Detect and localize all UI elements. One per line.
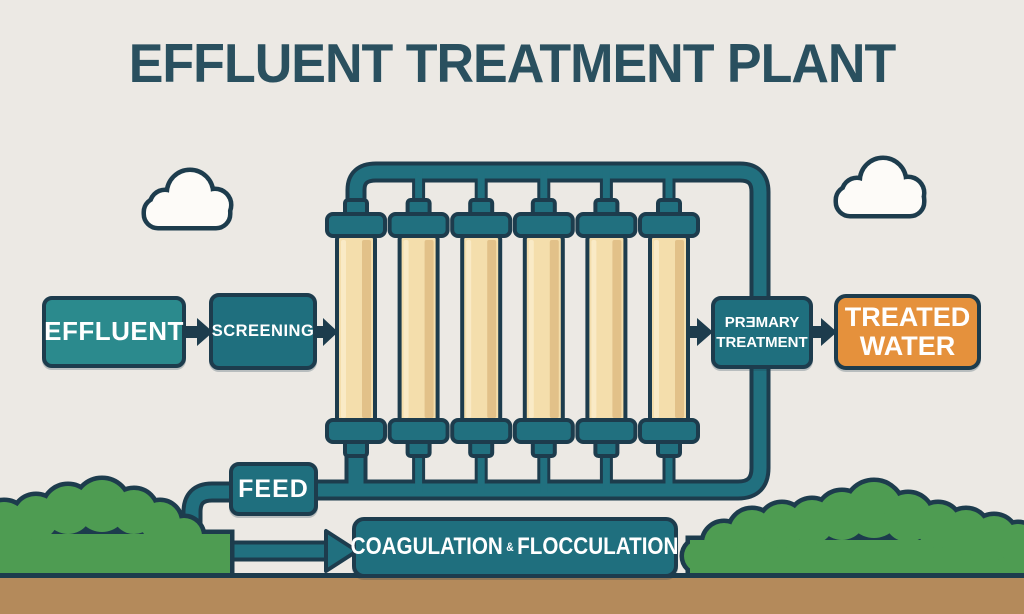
ampersand-separator: &	[506, 539, 515, 554]
feed-flow-arrow	[324, 529, 359, 573]
feed-label: FEED	[238, 475, 309, 503]
screening-label: SCREENING	[211, 322, 315, 341]
flow-arrow-primary-treated	[812, 318, 837, 346]
treated-water-box: TREATED WATER	[834, 294, 981, 370]
treated-water-line2: WATER	[859, 331, 956, 361]
ground	[0, 573, 1024, 614]
cloud-icon	[833, 155, 927, 219]
primary-treatment-line1: PRƎMARY	[724, 314, 800, 331]
effluent-label: EFFLUENT	[44, 316, 184, 347]
coagulation-flocculation-box: COAGULATION & FLOCCULATION	[351, 517, 679, 578]
filter-column	[387, 198, 450, 458]
filter-column	[325, 198, 387, 458]
cloud-icon	[141, 167, 234, 231]
filter-column-bank	[325, 198, 700, 458]
filter-column	[575, 198, 638, 458]
coagulation-label: COAGULATION	[351, 533, 504, 561]
screening-box: SCREENING	[209, 293, 317, 370]
primary-treatment-box: PRƎMARY TREATMENT	[711, 296, 813, 369]
flocculation-label: FLOCCULATION	[517, 533, 679, 561]
filter-column	[450, 198, 513, 458]
flow-arrow-filters-primary	[690, 318, 713, 346]
page-title: EFFLUENT TREATMENT PLANT	[128, 33, 897, 95]
filter-column	[512, 198, 575, 458]
flow-arrows	[186, 318, 837, 346]
feed-box: FEED	[229, 462, 318, 516]
primary-treatment-line2: TREATMENT	[716, 333, 808, 351]
treated-water-line1: TREATED	[844, 301, 971, 332]
filter-column	[638, 198, 700, 458]
bush-icon	[0, 475, 235, 583]
effluent-box: EFFLUENT	[42, 296, 186, 368]
flow-arrow-effluent-screening	[186, 318, 213, 346]
flow-arrow-screening-filters	[316, 318, 338, 346]
